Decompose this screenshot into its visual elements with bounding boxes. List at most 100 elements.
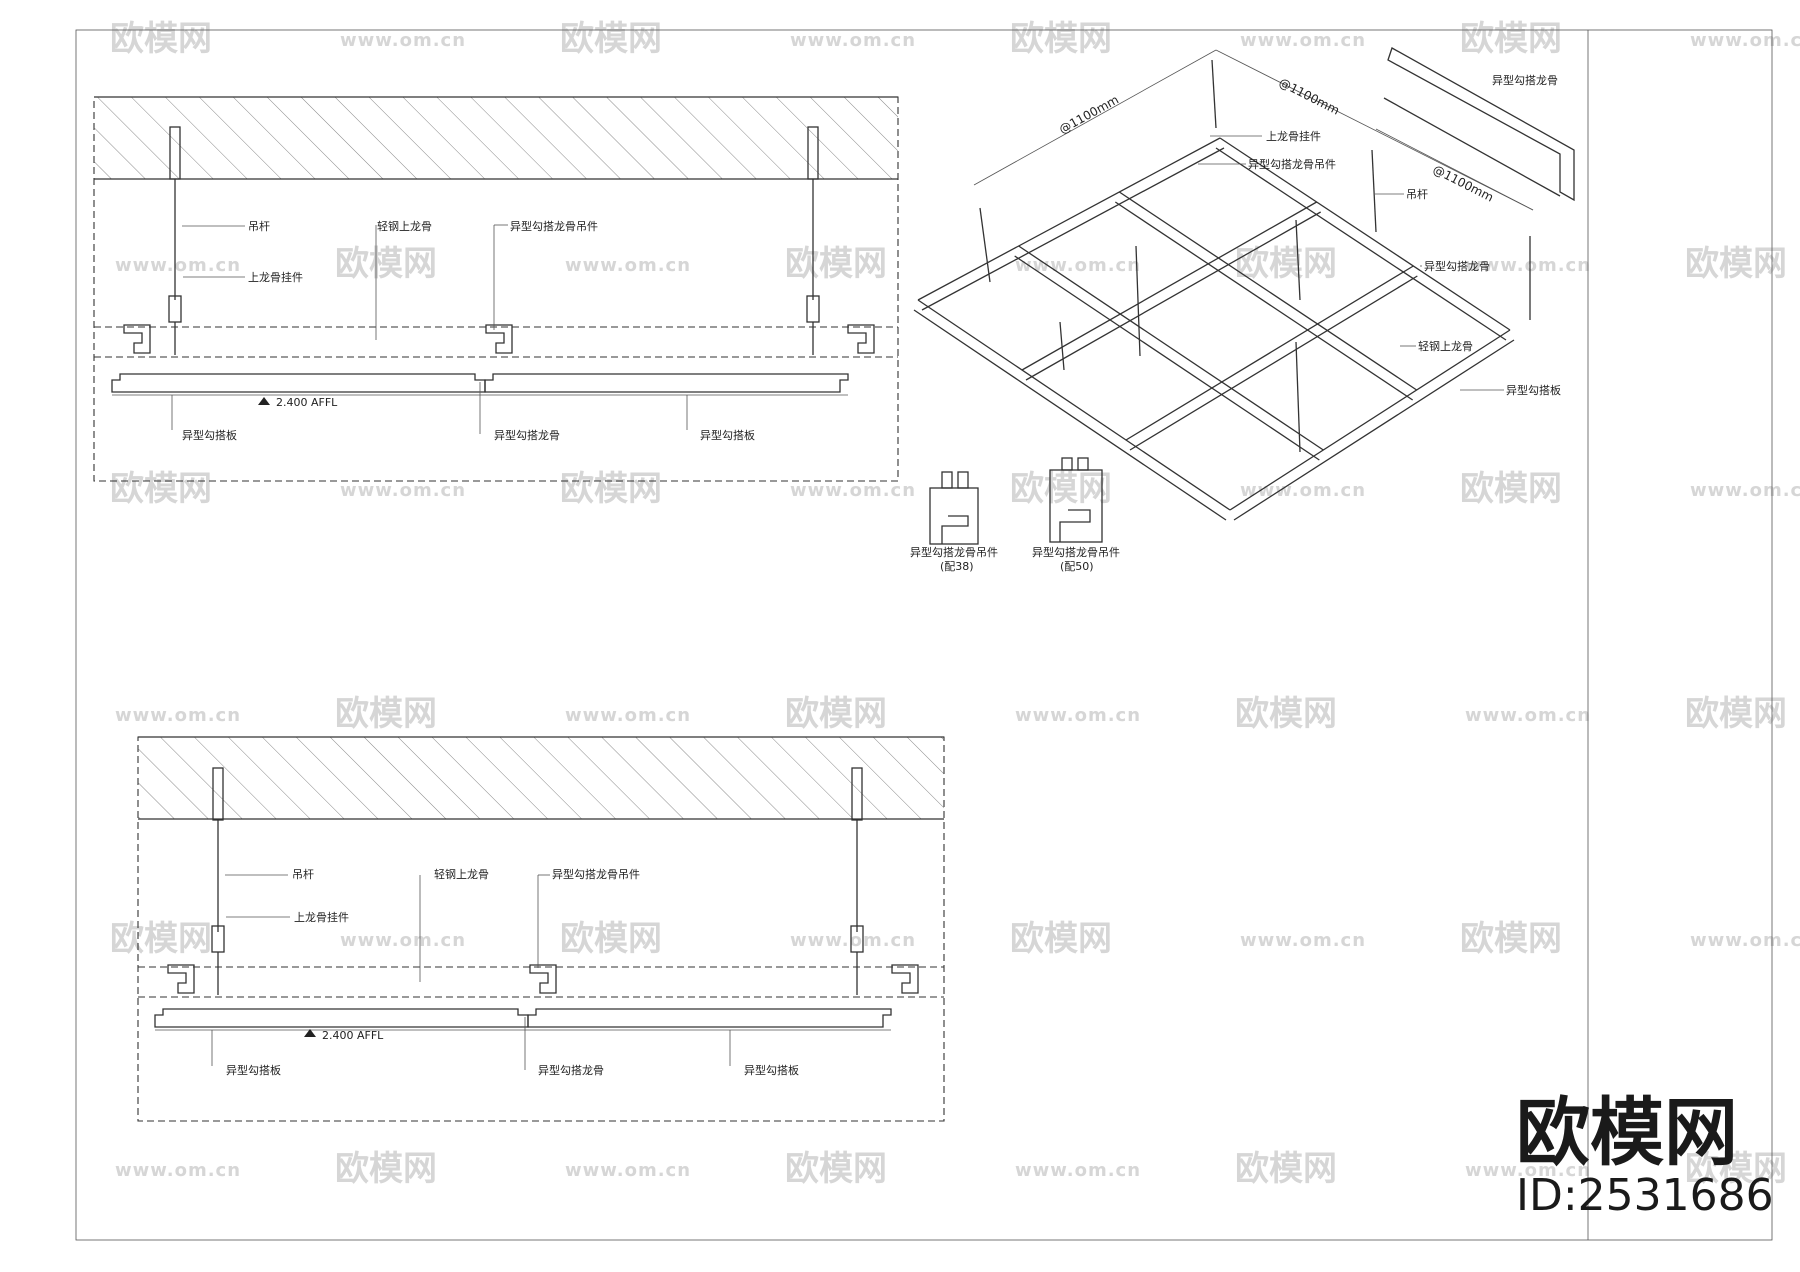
watermark-brand: 欧模网 xyxy=(335,694,437,734)
watermark-url: www.om.cn xyxy=(790,30,916,51)
grid-member xyxy=(1118,191,1418,391)
watermark-brand: 欧模网 xyxy=(110,919,212,959)
watermark-url: www.om.cn xyxy=(340,930,466,951)
hanger-rod xyxy=(211,767,225,995)
grid-member xyxy=(917,299,1231,511)
label-hook-clip: 异型勾搭龙骨吊件 xyxy=(510,219,598,233)
label-hook-clip: 异型勾搭龙骨吊件 xyxy=(552,867,640,881)
grid-member xyxy=(1129,275,1418,451)
watermark-brand: 欧模网 xyxy=(110,469,212,509)
grid-member xyxy=(1295,341,1301,453)
watermark-url: www.om.cn xyxy=(1465,705,1591,726)
watermark-brand: 欧模网 xyxy=(1460,469,1562,509)
grid-member xyxy=(1211,59,1217,129)
watermark-url: www.om.cn xyxy=(115,1160,241,1181)
label-hook-runner: 异型勾搭龙骨 xyxy=(1424,259,1490,273)
grid-member xyxy=(1018,245,1324,451)
clip-detail-38: 异型勾搭龙骨吊件 (配38) xyxy=(910,471,998,573)
watermark-url: www.om.cn xyxy=(565,1160,691,1181)
watermark-brand: 欧模网 xyxy=(1685,694,1787,734)
brand-watermark-logo: 欧模网 xyxy=(1516,1090,1738,1176)
isometric-grid: @1100mm @1100mm @1100mm 上龙骨挂件 异型勾搭龙骨吊件 吊… xyxy=(913,47,1575,521)
grid-member xyxy=(913,309,1227,521)
watermark-url: www.om.cn xyxy=(565,705,691,726)
grid-member xyxy=(1233,339,1515,521)
grid-member xyxy=(1125,265,1414,441)
grid-member xyxy=(1371,149,1377,233)
label-hanger-rod: 吊杆 xyxy=(292,867,314,881)
label-hook-runner: 异型勾搭龙骨 xyxy=(1492,73,1558,87)
label-hook-runner: 异型勾搭龙骨 xyxy=(494,428,560,442)
watermark-url: www.om.cn xyxy=(115,705,241,726)
watermark-brand: 欧模网 xyxy=(335,244,437,284)
watermark-url: www.om.cn xyxy=(340,480,466,501)
sheet-frame xyxy=(75,29,1773,1241)
watermark-brand: 欧模网 xyxy=(1010,919,1112,959)
label-hook-runner: 异型勾搭龙骨 xyxy=(538,1063,604,1077)
grid-member xyxy=(1014,255,1320,461)
label-hook-panel: 异型勾搭板 xyxy=(700,428,755,442)
watermark-brand: 欧模网 xyxy=(560,469,662,509)
label-main-runner-clip: 上龙骨挂件 xyxy=(294,910,349,924)
label-level-mark: 2.400 AFFL xyxy=(276,396,338,409)
watermark-brand: 欧模网 xyxy=(1010,469,1112,509)
watermark-brand: 欧模网 xyxy=(785,244,887,284)
watermark-brand: 欧模网 xyxy=(785,694,887,734)
watermark-brand: 欧模网 xyxy=(335,1149,437,1189)
label-main-runner-clip: 上龙骨挂件 xyxy=(1266,129,1321,143)
watermark-brand: 欧模网 xyxy=(1460,19,1562,59)
grid-member xyxy=(1059,321,1065,371)
watermark-url: www.om.cn xyxy=(115,255,241,276)
watermark-url: www.om.cn xyxy=(1240,930,1366,951)
label-hook-clip: 异型勾搭龙骨吊件 xyxy=(1248,157,1336,171)
watermark-url: www.om.cn xyxy=(565,255,691,276)
clip-detail-50: 异型勾搭龙骨吊件 (配50) xyxy=(1032,457,1120,573)
clip-38-note: (配38) xyxy=(940,560,974,573)
watermark-url: www.om.cn xyxy=(1690,480,1800,501)
watermark-brand: 欧模网 xyxy=(1685,244,1787,284)
section-top: 吊杆 上龙骨挂件 轻钢上龙骨 异型勾搭龙骨吊件 2.400 AFFL 异型勾搭板… xyxy=(93,96,899,482)
concrete-slab xyxy=(94,97,898,179)
watermark-url: www.om.cn xyxy=(1240,480,1366,501)
label-main-runner-clip: 上龙骨挂件 xyxy=(248,270,303,284)
watermark-url: www.om.cn xyxy=(1015,705,1141,726)
grid-member xyxy=(1219,137,1511,331)
label-main-runner: 轻钢上龙骨 xyxy=(1418,339,1473,353)
grid-member xyxy=(1295,219,1301,301)
watermark-brand: 欧模网 xyxy=(560,19,662,59)
label-main-runner: 轻钢上龙骨 xyxy=(377,219,432,233)
label-hanger-rod: 吊杆 xyxy=(248,219,270,233)
grid-member xyxy=(1215,147,1507,341)
hook-runner-profile xyxy=(1387,47,1575,202)
watermark-url: www.om.cn xyxy=(1690,30,1800,51)
watermark-brand: 欧模网 xyxy=(785,1149,887,1189)
watermark-url: www.om.cn xyxy=(340,30,466,51)
grid-member xyxy=(1114,201,1414,401)
label-hook-panel: 异型勾搭板 xyxy=(744,1063,799,1077)
hanger-rod xyxy=(850,767,864,995)
watermark-url: www.om.cn xyxy=(790,480,916,501)
watermark-brand: 欧模网 xyxy=(1235,1149,1337,1189)
watermark-brand: 欧模网 xyxy=(1460,919,1562,959)
clip-50-note: (配50) xyxy=(1060,560,1094,573)
clip-38-label: 异型勾搭龙骨吊件 xyxy=(910,545,998,559)
dim-spacing: @1100mm xyxy=(1057,92,1121,136)
watermark-brand: 欧模网 xyxy=(1235,244,1337,284)
grid-member xyxy=(1025,211,1321,381)
watermark-url: www.om.cn xyxy=(1465,255,1591,276)
watermark-url: www.om.cn xyxy=(1465,1160,1591,1181)
grid-member xyxy=(921,147,1225,311)
label-hook-panel: 异型勾搭板 xyxy=(1506,383,1561,397)
clip-50-label: 异型勾搭龙骨吊件 xyxy=(1032,545,1120,559)
watermark-url: www.om.cn xyxy=(1015,255,1141,276)
label-main-runner: 轻钢上龙骨 xyxy=(434,867,489,881)
grid-member xyxy=(1135,245,1141,357)
watermark-brand: 欧模网 xyxy=(560,919,662,959)
watermark-url: www.om.cn xyxy=(1690,930,1800,951)
watermark-brand: 欧模网 xyxy=(1235,694,1337,734)
watermark-brand: 欧模网 xyxy=(110,19,212,59)
section-bottom: 吊杆 上龙骨挂件 轻钢上龙骨 异型勾搭龙骨吊件 2.400 AFFL 异型勾搭板… xyxy=(137,736,945,1122)
label-level-mark: 2.400 AFFL xyxy=(322,1029,384,1042)
